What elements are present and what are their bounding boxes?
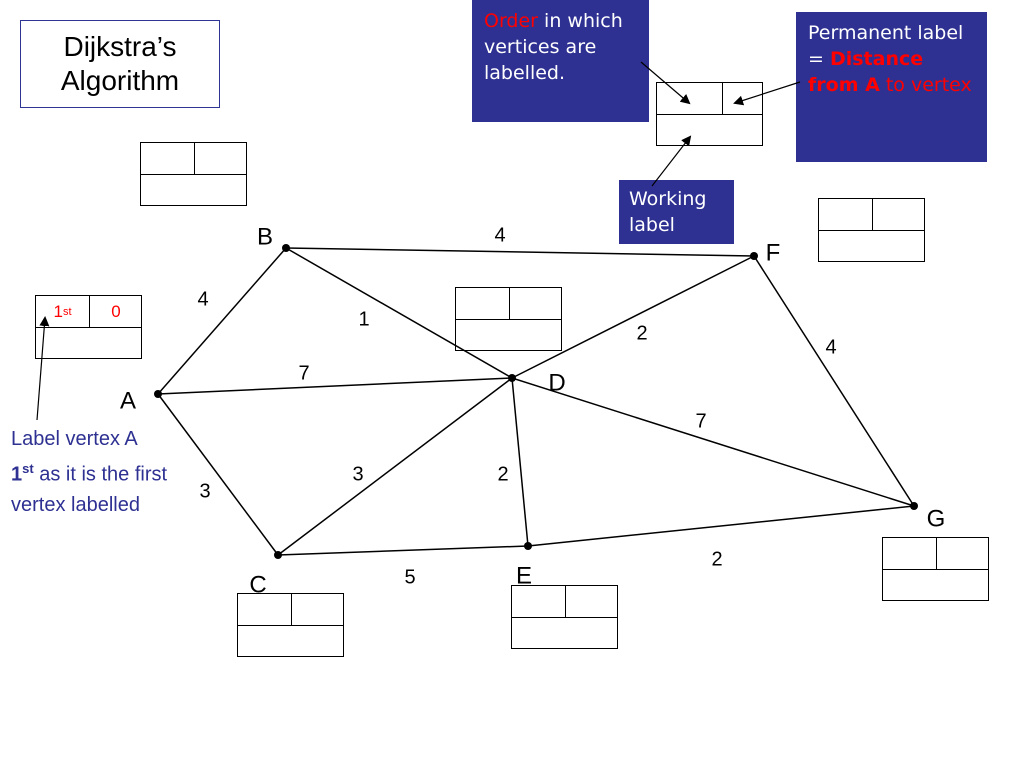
vertex-d-label: D xyxy=(548,369,565,396)
edge-b-d xyxy=(285,247,513,379)
vertex-b-label: B xyxy=(257,223,273,250)
legend-label-box xyxy=(656,82,763,146)
arrow-annotation xyxy=(36,316,50,421)
edge-weight-a-c: 3 xyxy=(199,480,210,502)
vertex-a-node xyxy=(154,390,162,398)
edge-weight-d-e: 2 xyxy=(497,463,508,485)
label-box-b xyxy=(140,142,247,206)
label-a-permanent: 0 xyxy=(111,301,121,321)
edge-weight-a-d: 7 xyxy=(298,362,309,384)
edge-weight-c-e: 5 xyxy=(404,566,415,588)
vertex-f-node xyxy=(750,252,758,260)
edge-weight-d-g: 7 xyxy=(695,410,706,432)
edge-weight-d-f: 2 xyxy=(636,322,647,344)
callout-arrows xyxy=(36,61,801,421)
arrow-working xyxy=(651,135,692,187)
working-note-text: Working label xyxy=(629,188,707,236)
vertex-d-node xyxy=(508,374,516,382)
edge-a-d xyxy=(157,377,513,395)
edge-a-c xyxy=(157,393,279,556)
title-line1: Dijkstra’s xyxy=(63,31,177,62)
permanent-note-bold: Distance from A xyxy=(808,48,924,96)
edge-c-e xyxy=(277,545,529,556)
annotation-text: Label vertex A 1st as it is the first ve… xyxy=(11,428,168,516)
edge-f-g xyxy=(753,255,915,507)
vertex-c-label: C xyxy=(249,571,266,598)
order-note-rest: in which vertices are labelled. xyxy=(484,10,623,84)
edge-weight-e-g: 2 xyxy=(711,548,722,570)
vertex-c-node xyxy=(274,551,282,559)
title-box: Dijkstra’s Algorithm xyxy=(20,20,220,108)
label-box-c xyxy=(237,593,344,657)
edge-weight-b-f: 4 xyxy=(494,224,505,246)
vertex-e-label: E xyxy=(516,562,532,589)
label-box-f xyxy=(818,198,925,262)
permanent-note: Permanent label = Distance from A to ver… xyxy=(796,12,987,162)
edge-d-e xyxy=(511,377,529,547)
edge-a-b xyxy=(157,247,287,395)
vertex-a-label: A xyxy=(120,387,136,414)
order-note-word: Order xyxy=(484,10,538,32)
vertex-b-node xyxy=(282,244,290,252)
edge-b-f xyxy=(285,247,755,257)
vertex-e-node xyxy=(524,542,532,550)
edge-d-f xyxy=(511,255,755,379)
label-box-d xyxy=(455,287,562,351)
edge-weight-f-g: 4 xyxy=(825,336,836,358)
arrow-order xyxy=(640,61,691,105)
permanent-note-suffix: to vertex xyxy=(879,74,972,96)
order-note: Order in which vertices are labelled. xyxy=(472,0,649,122)
permanent-note-prefix: Permanent label = xyxy=(808,22,964,70)
title-line2: Algorithm xyxy=(60,65,180,96)
edge-weight-a-b: 4 xyxy=(197,288,208,310)
working-note: Working label xyxy=(619,180,734,244)
edge-c-d xyxy=(277,377,513,556)
edge-weight-b-d: 1 xyxy=(358,308,369,330)
vertex-f-label: F xyxy=(766,239,781,266)
edge-weight-c-d: 3 xyxy=(352,463,363,485)
vertex-g-label: G xyxy=(927,505,946,532)
edge-e-g xyxy=(527,505,915,547)
label-box-g xyxy=(882,537,989,601)
vertex-g-node xyxy=(910,502,918,510)
edge-d-g xyxy=(511,377,915,507)
label-box-e xyxy=(511,585,618,649)
arrow-permanent xyxy=(733,81,801,106)
